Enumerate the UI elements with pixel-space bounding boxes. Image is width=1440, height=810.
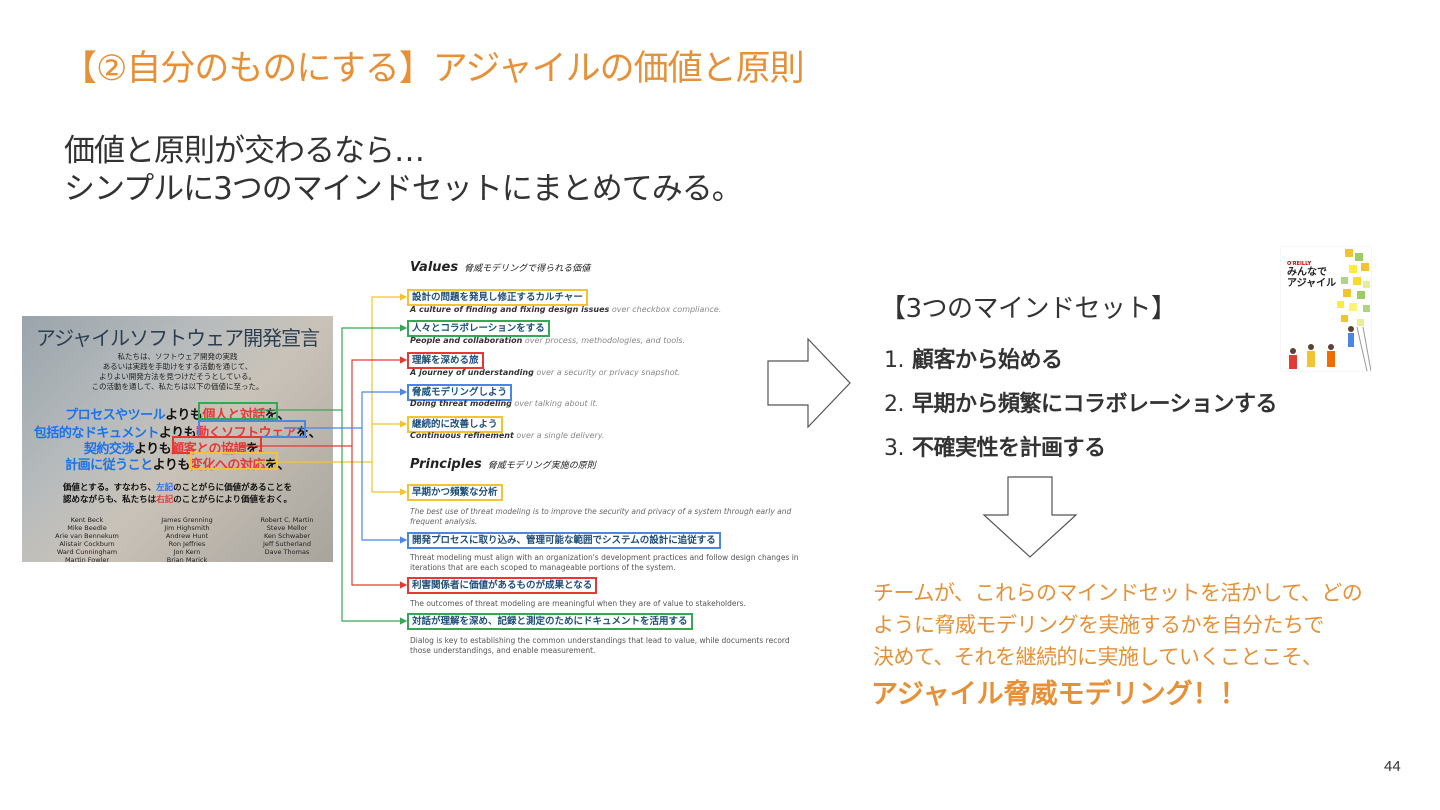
manifesto-signatories-3: Robert C. Martin Steve Mellor Ken Schwab… (260, 516, 314, 556)
connector-green-principle-4 (341, 410, 408, 625)
intro-text: 価値と原則が交わるなら… シンプルに3つのマインドセットにまとめてみる。 (64, 132, 743, 208)
manifesto-signatories-1: Kent Beck Mike Beedle Arie van Bennekum … (55, 516, 119, 562)
value-item-4: 脅威モデリングしよう (407, 384, 513, 401)
mindset-heading: 【3つのマインドセット】 (880, 294, 1177, 324)
value-desc-2: People and collaboration over process, m… (410, 336, 686, 345)
connector-blue-principle-2 (361, 428, 408, 544)
agile-manifesto-image: アジャイルソフトウェア開発宣言 私たちは、ソフトウェア開発の実践 あるいは実践を… (22, 316, 333, 562)
connector-yellow-values-1 (255, 293, 408, 463)
conclusion-text: チームが、これらのマインドセットを活かして、どの ように脅威モデリングを実施する… (873, 581, 1363, 669)
connector-blue-values-4 (284, 388, 408, 429)
principle-desc-3: The outcomes of threat modeling are mean… (410, 599, 746, 608)
principle-item-2: 開発プロセスに取り込み、管理可能な範囲でシステムの設計に追従する (407, 532, 721, 549)
principle-item-3: 利害関係者に価値があるものが成果となる (407, 577, 598, 594)
down-arrow-icon (982, 476, 1078, 558)
sticky-notes-illustration (1289, 249, 1371, 371)
book-brand: O'REILLY (1287, 261, 1312, 267)
intro-line-2: シンプルに3つのマインドセットにまとめてみる。 (64, 171, 743, 207)
book-cover-image: O'REILLY みんなで アジャイル (1281, 247, 1371, 371)
right-arrow-icon (767, 337, 851, 429)
manifesto-title: アジャイルソフトウェア開発宣言 (35, 326, 320, 350)
connector-red-values-3 (240, 356, 408, 447)
value-item-1: 設計の問題を発見し修正するカルチャー (407, 289, 588, 306)
manifesto-conclusion: 価値とする。すなわち、左記のことがらに価値があることを 認めながらも、私たちは右… (62, 483, 293, 505)
connector-red-principle-3 (351, 446, 408, 589)
page-number: 44 (1384, 758, 1401, 775)
highlight-box-yellow (190, 452, 278, 470)
value-item-3: 理解を深める旅 (407, 352, 484, 369)
highlight-box-green (198, 402, 278, 420)
value-desc-4: Doing threat modeling over talking about… (410, 399, 599, 408)
intro-line-1: 価値と原則が交わるなら… (64, 133, 425, 169)
slide-title: 【②自分のものにする】アジャイルの価値と原則 (62, 49, 805, 89)
value-desc-3: A journey of understanding over a securi… (410, 368, 681, 377)
manifesto-intro: 私たちは、ソフトウェア開発の実践 あるいは実践を手助けをする活動を通じて、 より… (91, 352, 264, 391)
conclusion-emphasis: アジャイル脅威モデリング！！ (871, 679, 1247, 710)
value-desc-5: Continuous refinement over a single deli… (410, 431, 605, 440)
principle-item-4: 対話が理解を深め、記録と測定のためにドキュメントを活用する (407, 613, 693, 630)
mindset-item-2: 2.早期から頻繁にコラボレーションする (884, 392, 1278, 417)
principle-item-1: 早期かつ頻繁な分析 (407, 484, 503, 501)
principle-desc-4: Dialog is key to establishing the common… (410, 636, 790, 655)
manifesto-signatories-2: James Grenning Jim Highsmith Andrew Hunt… (161, 516, 213, 562)
mindset-item-3: 3.不確実性を計画する (884, 436, 1106, 461)
value-item-5: 継続的に改善しよう (407, 416, 503, 433)
mindset-item-1: 1.顧客から始める (884, 348, 1063, 373)
connector-yellow-principle-1 (371, 462, 408, 496)
value-desc-1: A culture of finding and fixing design i… (410, 305, 722, 314)
principle-desc-2: Threat modeling must align with an organ… (410, 553, 799, 572)
value-item-2: 人々とコラボレーションをする (407, 320, 550, 337)
book-title: みんなで アジャイル (1287, 267, 1337, 289)
connector-green-values-2 (255, 324, 408, 411)
principle-desc-1: The best use of threat modeling is to im… (410, 507, 792, 526)
